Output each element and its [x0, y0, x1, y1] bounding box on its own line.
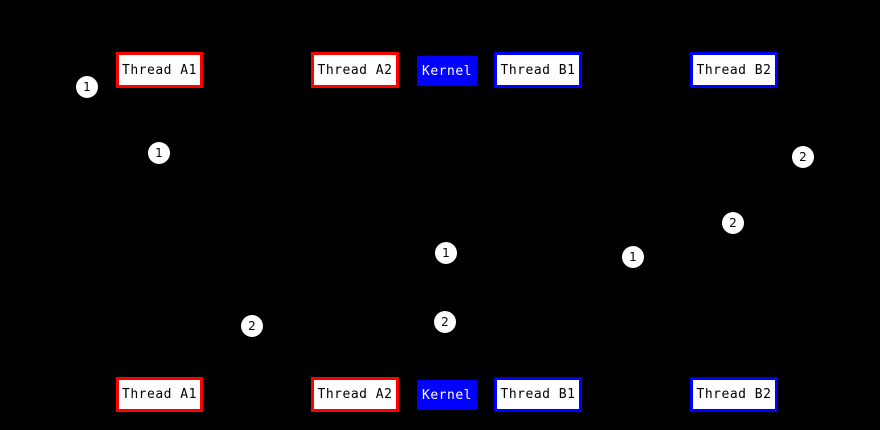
lifeline-footer-thread-b1[interactable]: Thread B1 [494, 377, 582, 412]
lifeline-header-thread-a1[interactable]: Thread A1 [116, 52, 203, 88]
lifeline-stem-thread-b1 [537, 88, 539, 377]
step-marker-3-label: 2 [799, 150, 807, 164]
lifeline-stem-thread-a1 [158, 88, 160, 377]
step-marker-2-label: 1 [155, 146, 163, 160]
lifeline-footer-kernel-label: Kernel [422, 387, 472, 403]
step-marker-7[interactable]: 2 [241, 315, 263, 337]
lifeline-header-thread-b1[interactable]: Thread B1 [494, 52, 582, 88]
lifeline-header-kernel-label: Kernel [422, 63, 472, 79]
lifeline-header-thread-b1-label: Thread B1 [500, 62, 576, 78]
lifeline-footer-thread-a1[interactable]: Thread A1 [116, 377, 203, 412]
step-marker-5[interactable]: 1 [435, 242, 457, 264]
step-marker-5-label: 1 [442, 246, 450, 260]
message-arrow-3 [354, 334, 446, 336]
step-marker-4-label: 2 [729, 216, 737, 230]
message-arrow-2 [446, 265, 733, 267]
lifeline-footer-thread-a2-label: Thread A2 [317, 387, 393, 402]
step-marker-4[interactable]: 2 [722, 212, 744, 234]
message-arrow-4 [446, 235, 733, 237]
step-marker-6[interactable]: 1 [622, 246, 644, 268]
lifeline-footer-thread-b2[interactable]: Thread B2 [690, 377, 778, 412]
step-marker-8-label: 2 [441, 315, 449, 329]
step-marker-3[interactable]: 2 [792, 146, 814, 168]
lifeline-footer-thread-a2[interactable]: Thread A2 [311, 377, 399, 412]
lifeline-header-thread-a2[interactable]: Thread A2 [311, 52, 399, 88]
step-marker-1-label: 1 [83, 80, 91, 94]
lifeline-footer-kernel[interactable]: Kernel [417, 380, 477, 410]
lifeline-stem-kernel [446, 86, 448, 380]
step-marker-1[interactable]: 1 [76, 76, 98, 98]
lifeline-footer-thread-b1-label: Thread B1 [500, 387, 576, 402]
message-arrow-1 [158, 165, 446, 167]
step-marker-6-label: 1 [629, 250, 637, 264]
step-marker-7-label: 2 [248, 319, 256, 333]
step-marker-8[interactable]: 2 [434, 311, 456, 333]
lifeline-footer-thread-b2-label: Thread B2 [696, 387, 772, 402]
lifeline-header-thread-a1-label: Thread A1 [122, 62, 197, 78]
lifeline-header-thread-b2[interactable]: Thread B2 [690, 52, 778, 88]
step-marker-2[interactable]: 1 [148, 142, 170, 164]
lifeline-footer-thread-a1-label: Thread A1 [122, 387, 197, 402]
lifeline-header-kernel[interactable]: Kernel [417, 56, 477, 86]
lifeline-stem-thread-a2 [354, 88, 356, 377]
lifeline-header-thread-a2-label: Thread A2 [317, 62, 393, 78]
lifeline-header-thread-b2-label: Thread B2 [696, 62, 772, 78]
